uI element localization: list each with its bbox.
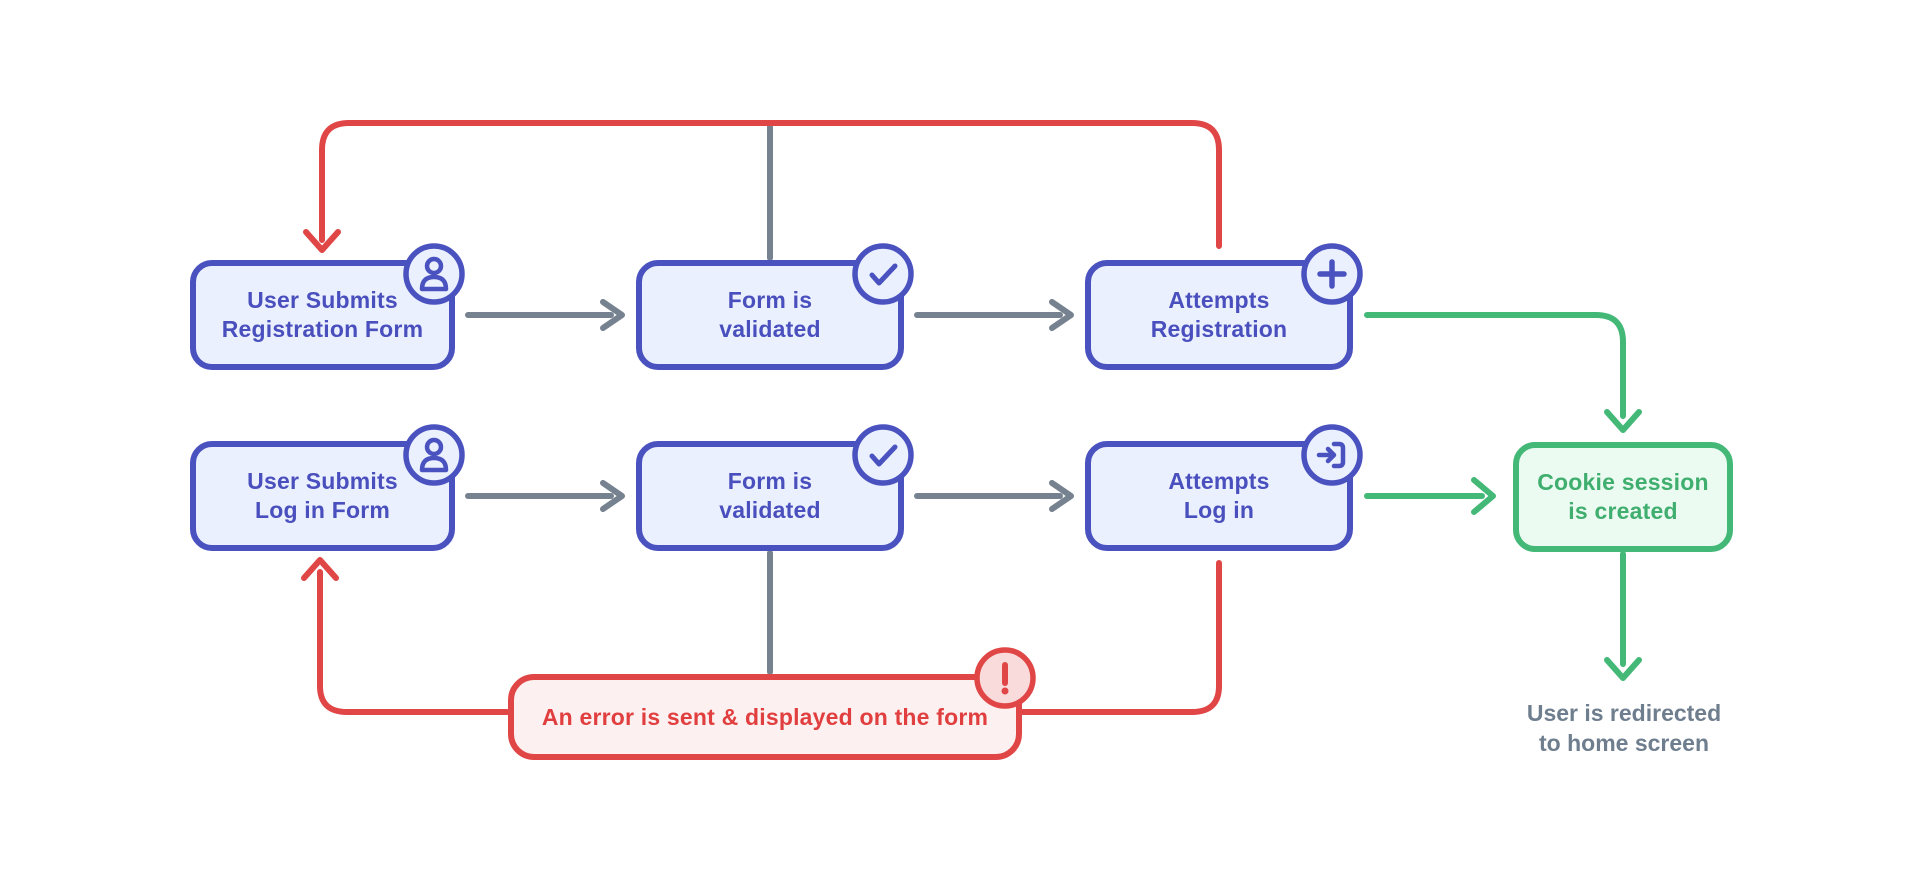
node-label-line: Attempts bbox=[1168, 287, 1270, 313]
success-arrow-login-to-cookie bbox=[1364, 477, 1496, 515]
flow-arrow-login-validate-to-attempt bbox=[914, 480, 1074, 512]
node-label-line: Log in bbox=[1183, 497, 1255, 523]
success-arrow-cookie-to-redirect bbox=[1604, 551, 1642, 681]
flow-arrow-register-validate-to-attempt bbox=[914, 299, 1074, 331]
node-label-line: Attempts bbox=[1168, 468, 1270, 494]
fail-loop-registration-arrow bbox=[303, 120, 1222, 253]
fail-connector-login-attempt-to-error bbox=[1020, 560, 1222, 715]
node-label-line: validated bbox=[719, 316, 821, 342]
success-arrow-registration-to-cookie bbox=[1364, 312, 1642, 433]
node-login-form-validated: Form is validated bbox=[636, 424, 914, 551]
note-line: User is redirected bbox=[1526, 700, 1722, 726]
node-label: Attempts Log in bbox=[1168, 467, 1269, 525]
flow-arrow-register-submit-to-validate bbox=[465, 299, 625, 331]
node-label-line: is created bbox=[1568, 498, 1678, 524]
node-label-line: User Submits bbox=[247, 468, 398, 494]
note-line: to home screen bbox=[1539, 730, 1709, 756]
node-label: Form is validated bbox=[719, 467, 821, 525]
node-label-line: Form is bbox=[727, 287, 813, 313]
fail-loop-error-to-login-submit-arrow bbox=[301, 557, 510, 715]
node-user-submits-registration: User Submits Registration Form bbox=[190, 243, 465, 370]
node-label: An error is sent & displayed on the form bbox=[542, 703, 988, 732]
flow-arrow-login-submit-to-validate bbox=[465, 480, 625, 512]
node-label-line: Registration bbox=[1150, 316, 1288, 342]
node-label-line: Log in Form bbox=[254, 497, 391, 523]
node-label: User Submits Registration Form bbox=[222, 286, 423, 344]
node-label-line: Registration Form bbox=[221, 316, 424, 342]
node-attempts-registration: Attempts Registration bbox=[1085, 243, 1363, 370]
node-label: Attempts Registration bbox=[1151, 286, 1288, 344]
node-user-submits-login: User Submits Log in Form bbox=[190, 424, 465, 551]
node-label: User Submits Log in Form bbox=[247, 467, 398, 525]
node-label-line: An error is sent & displayed on the form bbox=[541, 703, 989, 730]
node-label: Cookie session is created bbox=[1537, 468, 1709, 526]
node-label-line: Cookie session bbox=[1537, 469, 1709, 495]
node-attempts-login: Attempts Log in bbox=[1085, 424, 1363, 551]
node-error-displayed: An error is sent & displayed on the form bbox=[508, 647, 1036, 760]
node-label-line: Form is bbox=[727, 468, 813, 494]
node-label-line: validated bbox=[719, 497, 821, 523]
node-cookie-session-created: Cookie session is created bbox=[1513, 442, 1733, 552]
redirect-note: User is redirected to home screen bbox=[1454, 698, 1794, 758]
node-registration-form-validated: Form is validated bbox=[636, 243, 914, 370]
node-label: Form is validated bbox=[719, 286, 821, 344]
node-label-line: User Submits bbox=[247, 287, 398, 313]
